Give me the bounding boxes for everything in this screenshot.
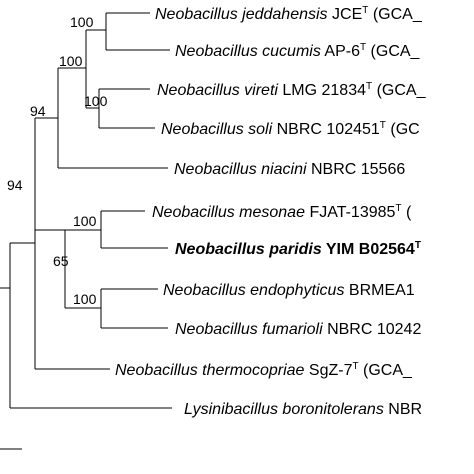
taxon-label: Neobacillus soli NBRC 102451T (GC [161,120,420,138]
bootstrap-value: 94 [30,103,46,119]
bootstrap-value: 100 [59,53,83,69]
taxon-label: Neobacillus endophyticus BRMEA1 [163,282,415,299]
bootstrap-value: 65 [53,253,69,269]
taxon-label: Neobacillus fumarioli NBRC 10242 [175,321,421,338]
taxon-label: Neobacillus jeddahensis JCET (GCA_ [155,5,423,23]
taxon-label: Neobacillus mesonae FJAT-13985T ( [152,203,412,221]
bootstrap-value: 94 [7,177,23,193]
taxon-label: Neobacillus niacini NBRC 15566 [174,161,405,178]
taxon-label-highlighted: Neobacillus paridis YIM B02564T [175,240,421,258]
bootstrap-value: 100 [70,14,94,30]
taxon-label: Neobacillus thermocopriae SgZ-7T (GCA_ [115,361,413,379]
taxon-label: Lysinibacillus boronitolerans NBR [184,401,422,418]
bootstrap-value: 100 [73,213,97,229]
bootstrap-value: 100 [84,93,108,109]
taxon-label: Neobacillus vireti LMG 21834T (GCA_ [157,81,427,99]
bootstrap-value: 100 [73,291,97,307]
taxon-label: Neobacillus cucumis AP-6T (GCA_ [175,42,421,60]
